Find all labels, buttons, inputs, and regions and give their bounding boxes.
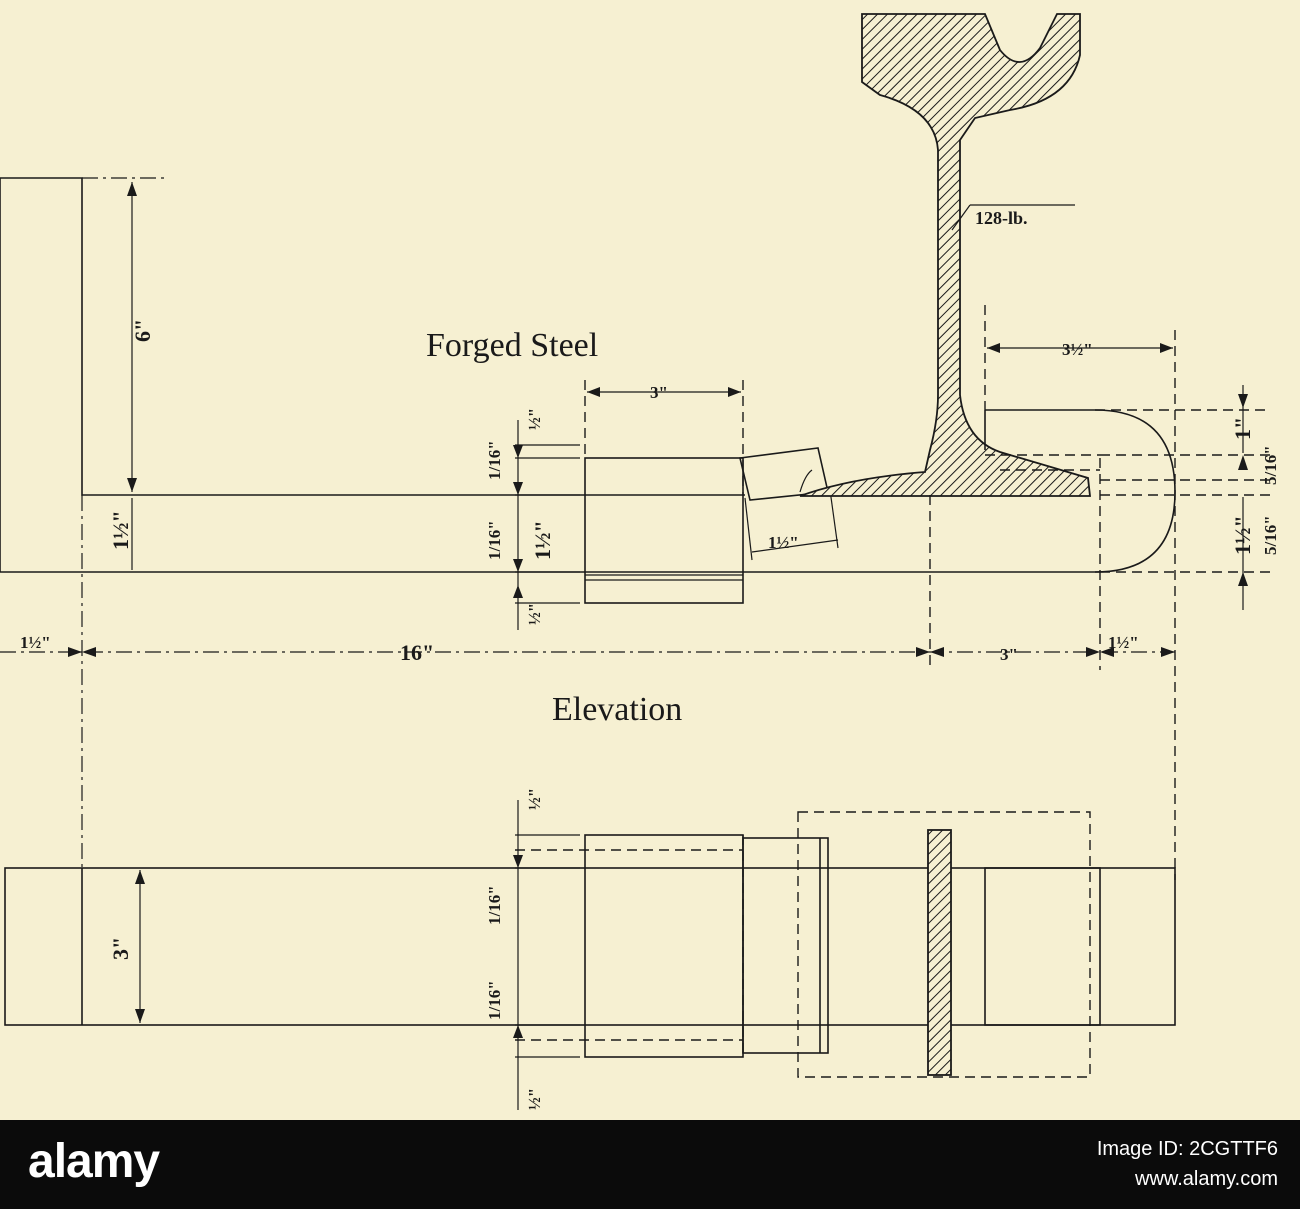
stock-image-id: Image ID: 2CGTTF6 (1096, 1138, 1278, 1160)
rail-leader (951, 204, 971, 231)
dim-stack-sixteenth-bottom: 1/16" (485, 520, 504, 560)
dim-3-top-label: 3" (650, 383, 668, 402)
rail-section (799, 13, 1092, 497)
dim-right-1-label: 1" (1230, 417, 1255, 440)
dim-stack-half-bottom: ½" (525, 603, 544, 625)
clip-plan (984, 867, 1101, 1026)
dim-right-5-16-b: 5/16" (1261, 515, 1280, 555)
dim-plan-sixteenth-top: 1/16" (485, 885, 504, 925)
bracket-elevation-outline (0, 177, 1100, 573)
dim-6-arrow-bottom (127, 478, 137, 492)
tie-plate-plan (797, 811, 1091, 1078)
dim-6-label: 6" (130, 319, 155, 342)
elevation-title: Elevation (552, 691, 682, 728)
dim-right-1-5-label: 1½" (1230, 515, 1255, 555)
dim-bottom-1-5-left: 1½" (20, 633, 51, 652)
rail-weight-label: 128-lb. (975, 208, 1028, 228)
dim-stack-sixteenth-top: 1/16" (485, 440, 504, 480)
stock-logo: alamy (28, 1135, 160, 1188)
dim-3-5-label: 3½" (1062, 340, 1093, 359)
rail-web-plan (927, 829, 952, 1076)
shim-plan (742, 837, 829, 1054)
dim-bottom-1-5-right: 1½" (1108, 633, 1139, 652)
forged-steel-title: Forged Steel (426, 327, 598, 364)
dim-plan-half-top: ½" (525, 788, 544, 810)
dim-plan-sixteenth-bottom: 1/16" (485, 980, 504, 1020)
technical-drawing: 6" 1½" Forged Steel 3" 1½" 128-lb. 3½" (0, 13, 1280, 1110)
stock-watermark-bar: alamy Image ID: 2CGTTF6 www.alamy.com (0, 1120, 1300, 1209)
dim-plan-half-bottom: ½" (525, 1088, 544, 1110)
dim-stack-1-5: 1½" (530, 520, 555, 560)
bracket-plan (4, 867, 1176, 1026)
stock-id-block: Image ID: 2CGTTF6 www.alamy.com (1097, 1134, 1278, 1194)
dim-wedge-1-5-label: 1½" (768, 533, 799, 552)
dim-left-1-5-label: 1½" (108, 510, 133, 550)
dim-6-arrow-top (127, 182, 137, 196)
dim-plan-3-label: 3" (108, 937, 133, 960)
dim-bottom-3: 3" (1000, 645, 1018, 664)
dim-stack-half-top: ½" (525, 408, 544, 430)
dim-bottom-16: 16" (400, 640, 434, 665)
shim-curve (799, 469, 813, 493)
forged-steel-block (584, 457, 744, 604)
dim-right-5-16-a: 5/16" (1261, 445, 1280, 485)
stock-url: www.alamy.com (1135, 1168, 1278, 1190)
